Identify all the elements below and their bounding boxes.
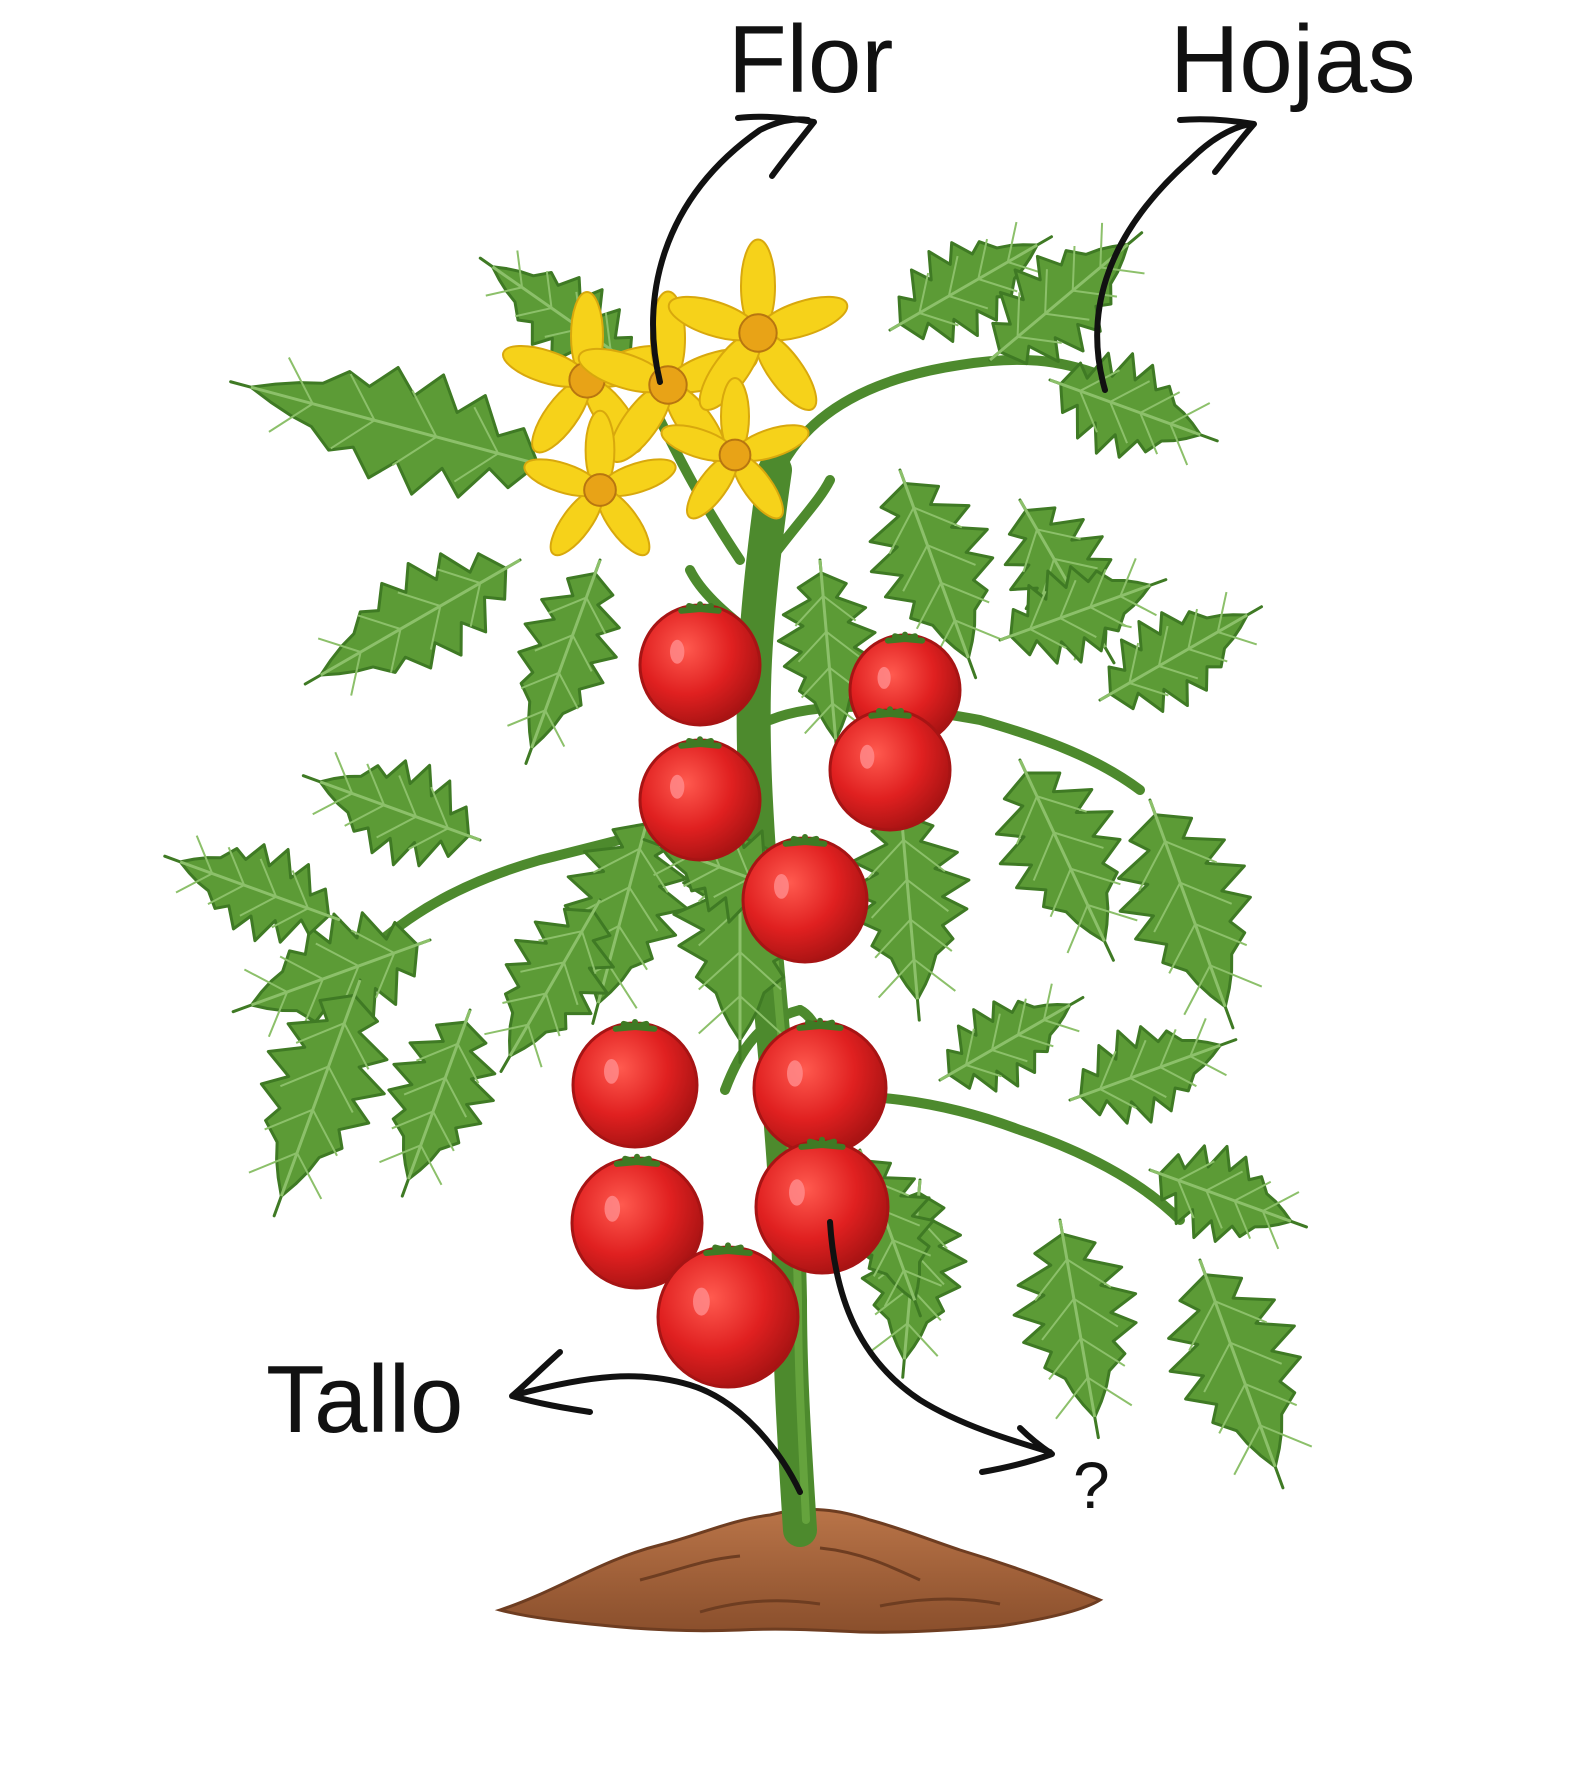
tomato-icon [752, 1017, 888, 1156]
leaf-icon [379, 1008, 497, 1198]
leaf-icon [868, 468, 1004, 680]
leaf-icon [1098, 591, 1264, 713]
leaves [163, 221, 1313, 1490]
flower-icon [667, 238, 849, 411]
leaf-icon [303, 552, 522, 696]
leaf-icon [994, 758, 1138, 962]
leaf-icon [163, 835, 342, 944]
flower-icon [523, 409, 677, 557]
label-flor: Flor [728, 6, 894, 113]
leaf-icon [507, 558, 621, 765]
arrow-fruto [827, 1219, 1055, 1475]
tomato-icon [741, 834, 869, 964]
label-hojas: Hojas [1170, 6, 1416, 113]
leaf-icon [888, 221, 1054, 343]
leaf-icon [988, 222, 1145, 366]
leaf-icon [561, 808, 689, 1025]
flower-icon [660, 377, 810, 520]
label-tallo: Tallo [266, 1346, 464, 1453]
arrow-flor [650, 113, 817, 385]
arrow-hojas [1094, 116, 1257, 393]
leaf-icon [1117, 798, 1263, 1030]
tomato-icon [656, 1242, 800, 1389]
leaf-icon [776, 558, 877, 758]
leaf-icon [998, 558, 1168, 665]
soil-icon [494, 1508, 1104, 1634]
tomato-icon [754, 1136, 890, 1275]
tomato-icon [638, 601, 762, 727]
tomato-icon [828, 706, 952, 832]
leaf-icon [1048, 351, 1219, 466]
leaf-icon [1012, 1218, 1138, 1440]
leaf-icon [248, 978, 389, 1218]
leaf-icon [229, 357, 562, 499]
leaf-icon [484, 898, 615, 1073]
leaf-icon [938, 983, 1085, 1093]
branch [770, 354, 1105, 485]
tomato-icon [638, 736, 762, 862]
tomato-icon [571, 1019, 699, 1149]
flowers [502, 238, 849, 557]
tomato-icon [570, 1153, 704, 1290]
label-unknown: ? [1073, 1448, 1110, 1522]
leaf-icon [301, 751, 482, 868]
leaf-icon [844, 798, 971, 1022]
arrow-tallo [509, 1349, 803, 1495]
tomatoes [570, 601, 962, 1389]
leaf-icon [1167, 1258, 1313, 1490]
leaf-icon [1068, 1018, 1238, 1125]
leaf-icon [1148, 1144, 1308, 1250]
